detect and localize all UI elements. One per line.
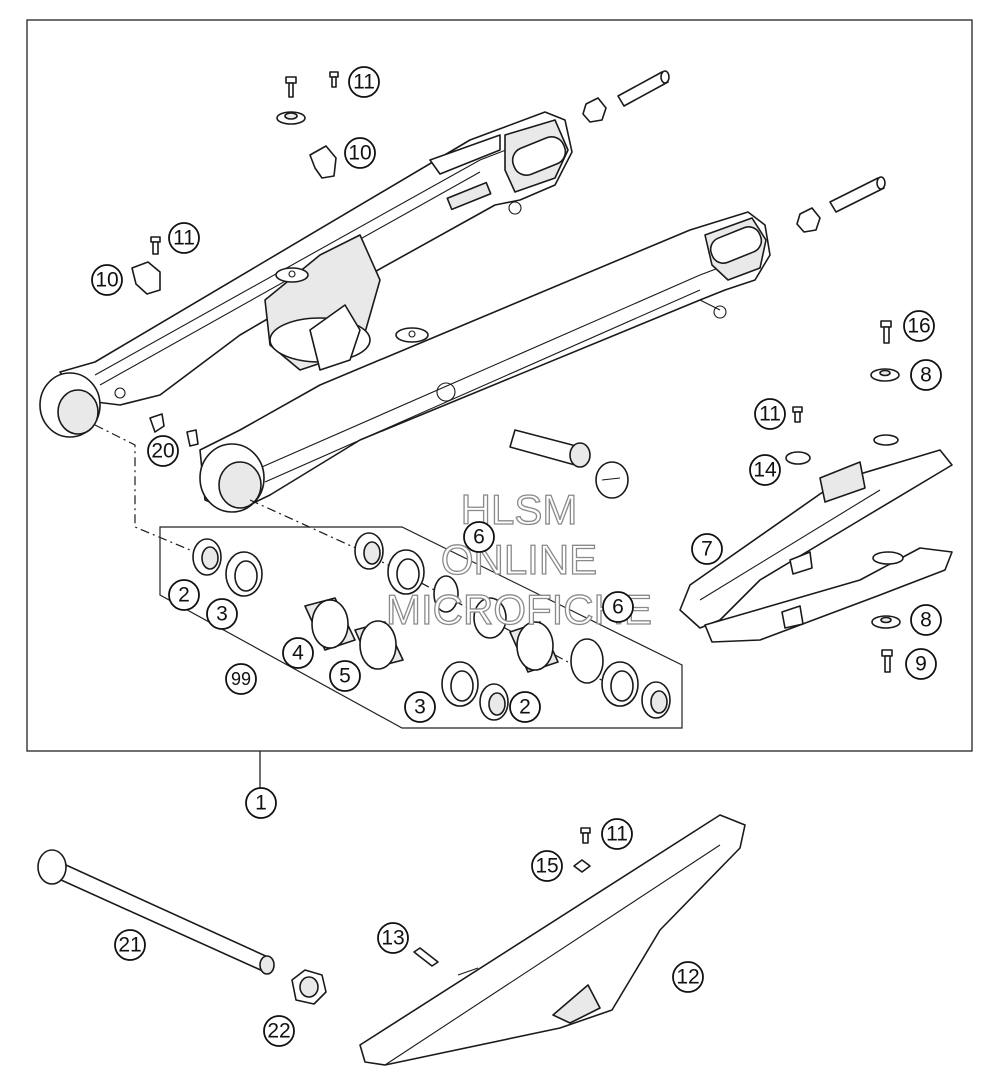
callout-10-left: 10 [91,264,123,296]
callout-label: 11 [353,71,375,94]
callout-label: 4 [292,642,304,665]
callout-label: 8 [920,364,932,387]
callout-4: 4 [282,637,314,669]
axle-nut [291,969,327,1005]
callout-label: 5 [339,665,351,688]
callout-2-left: 2 [168,579,200,611]
callout-8-upper: 8 [910,359,942,391]
assembly-frame [26,19,973,752]
callout-label: 11 [173,227,195,250]
callout-6-lower: 6 [602,591,634,623]
callout-label: 15 [535,855,558,878]
callout-8-lower: 8 [910,604,942,636]
chain-slider [359,814,746,1066]
callout-label: 20 [151,440,174,463]
callout-6-upper: 6 [463,521,495,553]
callout-label: 1 [255,792,267,815]
callout-label: 10 [95,269,118,292]
callout-label: 22 [267,1020,290,1043]
callout-label: 8 [920,609,932,632]
small-hardware [131,71,901,673]
callout-14: 14 [749,454,781,486]
callout-22: 22 [263,1015,295,1047]
adjuster-pins [582,70,886,233]
slider-hardware [413,827,591,967]
callout-12: 12 [672,961,704,993]
callout-10-top: 10 [344,137,376,169]
bearing-parts [192,532,671,721]
callout-label: 3 [414,696,426,719]
callout-9: 9 [905,648,937,680]
callout-label: 12 [676,966,699,989]
callout-99: 99 [225,663,257,695]
bearing-kit-outline [159,526,683,729]
callout-label: 7 [701,538,713,561]
swingarm [39,111,771,513]
callout-3-right: 3 [404,691,436,723]
callout-label: 6 [473,526,485,549]
callout-label: 3 [216,603,228,626]
callout-13: 13 [377,922,409,954]
watermark: HLSM ONLINE MICROFICHE [385,485,652,633]
callout-label: 11 [759,403,781,426]
callout-label: 16 [907,315,930,338]
callout-label: 2 [178,584,190,607]
callout-label: 14 [753,459,777,482]
callout-11-right: 11 [754,398,786,430]
pivot-bolt-and-cap [509,429,629,499]
callout-21: 21 [114,929,146,961]
callout-label: 9 [915,653,927,676]
callout-label: 21 [118,934,141,957]
callout-15: 15 [531,850,563,882]
callout-16: 16 [903,310,935,342]
callout-1: 1 [245,787,277,819]
watermark-line-2: ONLINE [441,536,597,583]
callout-5: 5 [329,660,361,692]
callout-2-right: 2 [509,691,541,723]
callout-11-top: 11 [348,66,380,98]
callout-11-bottom: 11 [601,818,633,850]
callout-3-left: 3 [206,598,238,630]
chain-guide [679,434,953,643]
callout-20: 20 [147,435,179,467]
callout-label: 10 [348,142,371,165]
callout-label: 6 [612,596,624,619]
callout-label: 99 [231,669,251,689]
callout-7: 7 [691,533,723,565]
callout-label: 11 [606,823,628,846]
callout-label: 13 [381,927,404,950]
swingarm-axle [37,849,275,975]
callout-11-left: 11 [168,222,200,254]
callout-label: 2 [519,696,531,719]
